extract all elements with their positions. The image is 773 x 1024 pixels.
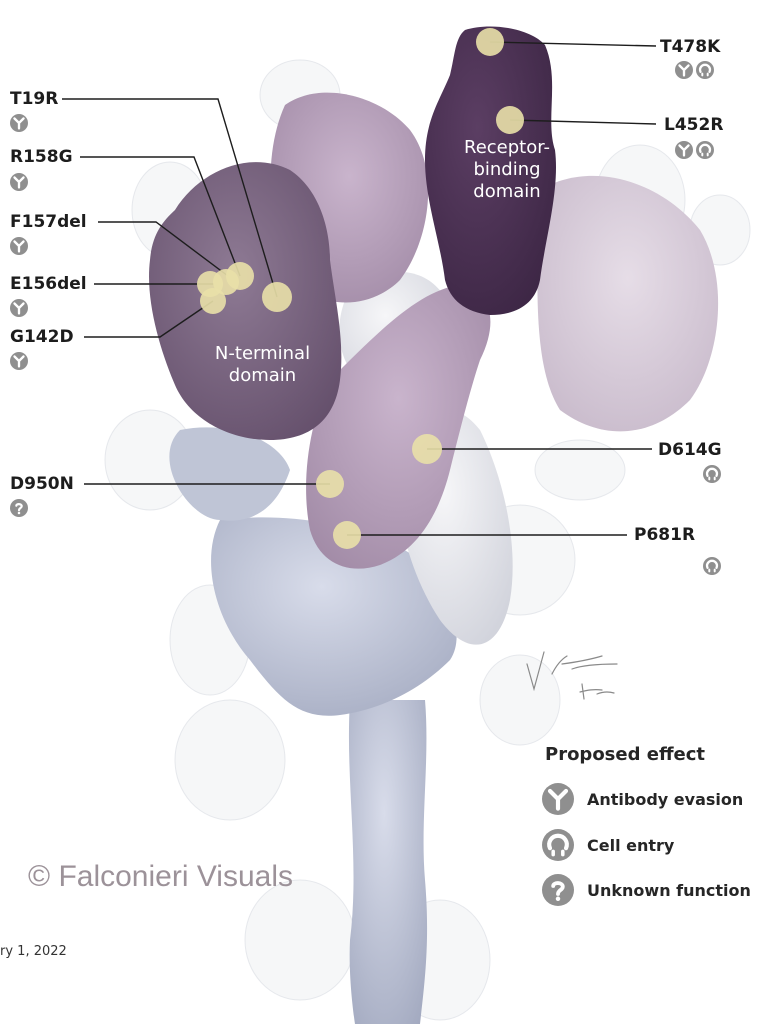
dot-l452r	[496, 106, 524, 134]
leader-r158g	[80, 156, 241, 277]
mutation-icons-r158g	[10, 173, 28, 191]
dot-t19r	[262, 282, 292, 312]
rbd-label-line2: binding	[473, 159, 541, 180]
mutation-label-r158g: R158G	[10, 147, 73, 167]
leader-lines	[62, 41, 657, 536]
mutation-label-t19r: T19R	[10, 89, 59, 109]
mutation-label-d614g: D614G	[658, 440, 722, 460]
mutation-label-p681r: P681R	[634, 525, 696, 545]
ntd-label: N-terminal domain	[200, 343, 325, 387]
dot-t478k	[476, 28, 504, 56]
artist-signature	[526, 651, 618, 700]
mutation-dots	[197, 28, 524, 549]
dot-p681r	[333, 521, 361, 549]
antibody-evasion-icon	[10, 173, 28, 191]
mutation-icons-g142d	[10, 352, 28, 370]
cell-entry-icon	[696, 61, 714, 79]
protomer-lavender-center	[306, 285, 491, 569]
receptor-binding-domain	[425, 26, 557, 315]
mutation-label-f157del: F157del	[10, 212, 87, 232]
cell-entry-icon	[696, 141, 714, 159]
rbd-label: Receptor- binding domain	[452, 137, 562, 203]
mutation-icons-f157del	[10, 237, 28, 255]
copyright-watermark: © Falconieri Visuals	[28, 860, 293, 893]
s2-body	[211, 517, 457, 716]
antibody-evasion-icon	[675, 61, 693, 79]
date-caption: ry 1, 2022	[0, 944, 67, 959]
ntd-label-line1: N-terminal	[214, 343, 311, 364]
mutation-label-t478k: T478K	[660, 37, 721, 57]
mutation-icons-d614g	[703, 465, 721, 483]
mutation-icons-t478k	[675, 61, 714, 79]
legend-title: Proposed effect	[545, 744, 706, 765]
leader-f157del	[98, 221, 229, 277]
antibody-evasion-icon	[10, 114, 28, 132]
antibody-evasion-icon	[542, 783, 574, 815]
mutation-label-l452r: L452R	[664, 115, 724, 135]
mutation-label-d950n: D950N	[10, 474, 74, 494]
leader-l452r	[509, 119, 657, 125]
unknown-function-icon	[10, 499, 28, 517]
legend-label: Antibody evasion	[587, 789, 744, 809]
leader-g142d	[84, 300, 214, 338]
antibody-evasion-icon	[10, 299, 28, 317]
n-terminal-domain	[149, 162, 342, 440]
mutation-label-e156del: E156del	[10, 274, 87, 294]
legend-item-cell-entry: Cell entry	[542, 829, 674, 861]
dot-d614g	[412, 434, 442, 464]
mutation-label-g142d: G142D	[10, 327, 74, 347]
mutation-icons-d950n	[10, 499, 28, 517]
antibody-evasion-icon	[10, 352, 28, 370]
antibody-evasion-icon	[675, 141, 693, 159]
leader-t19r	[62, 98, 278, 298]
rbd-label-line3: domain	[473, 181, 541, 202]
mutation-icons-t19r	[10, 114, 28, 132]
mutation-icons-e156del	[10, 299, 28, 317]
legend-item-unknown-function: Unknown function	[542, 874, 751, 906]
protomer-pale	[537, 175, 719, 432]
mutation-icons-l452r	[675, 141, 714, 159]
dot-d950n	[316, 470, 344, 498]
dot-g142d	[200, 288, 226, 314]
s2-stalk	[348, 700, 428, 1024]
cell-entry-icon	[703, 557, 721, 575]
leader-t478k	[489, 41, 657, 47]
antibody-evasion-icon	[10, 237, 28, 255]
cell-entry-icon	[542, 829, 574, 861]
s2-body-left	[169, 427, 290, 521]
legend-label: Cell entry	[587, 835, 675, 855]
legend-item-antibody-evasion: Antibody evasion	[542, 783, 743, 815]
mutation-icons-p681r	[703, 557, 721, 575]
unknown-function-icon	[542, 874, 574, 906]
rbd-label-line1: Receptor-	[464, 137, 550, 158]
legend-label: Unknown function	[587, 880, 751, 900]
ntd-label-line2: domain	[228, 365, 297, 386]
cell-entry-icon	[703, 465, 721, 483]
